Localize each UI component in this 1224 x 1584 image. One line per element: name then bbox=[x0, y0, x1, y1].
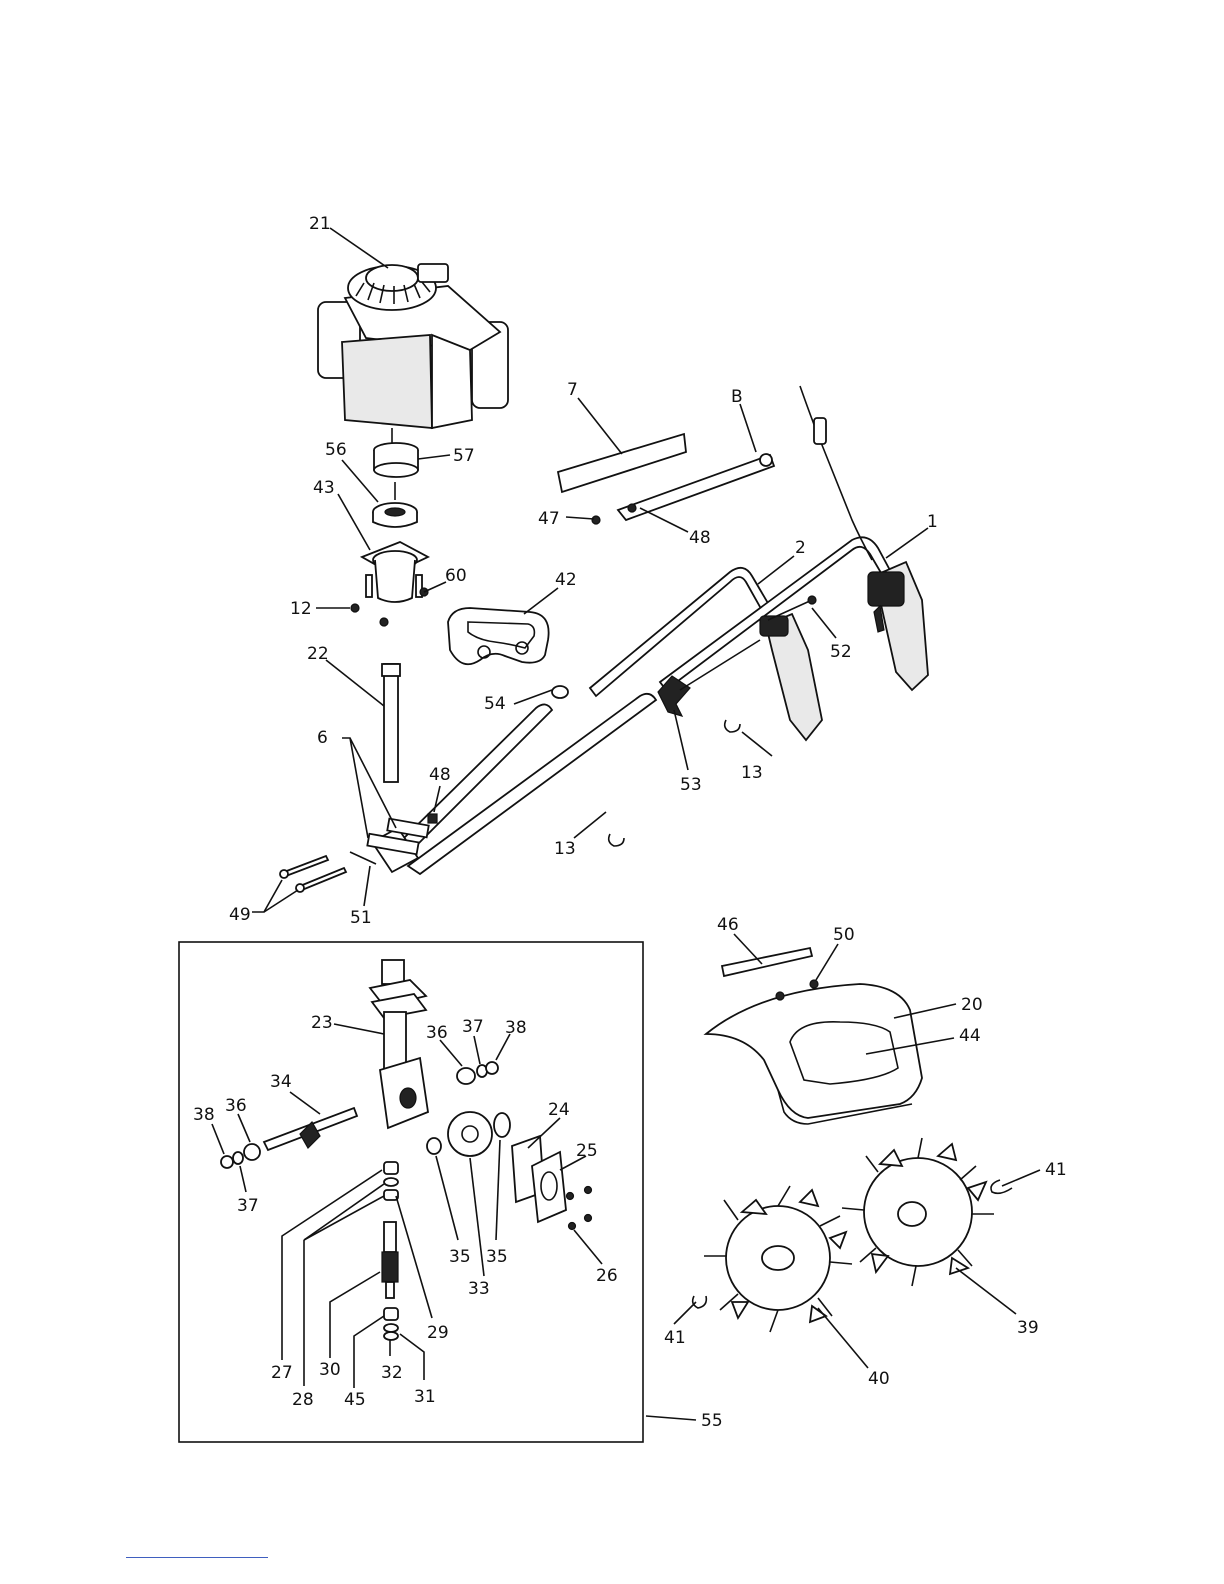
callout-label: 41 bbox=[664, 1328, 686, 1348]
callout-label: 27 bbox=[271, 1363, 293, 1383]
callout-label: 43 bbox=[313, 478, 335, 498]
callout-label: 13 bbox=[554, 839, 576, 859]
callout-label: 46 bbox=[717, 915, 739, 935]
callout-label: 52 bbox=[830, 642, 852, 662]
callout-label: 51 bbox=[350, 908, 372, 928]
callout-label: 55 bbox=[701, 1411, 723, 1431]
callout-label: 35 bbox=[486, 1247, 508, 1267]
callout-label: 49 bbox=[229, 905, 251, 925]
bearing bbox=[373, 482, 417, 527]
callout-label: 60 bbox=[445, 566, 467, 586]
callout-label: 20 bbox=[961, 995, 983, 1015]
callout-label: 33 bbox=[468, 1279, 490, 1299]
callout-label: 48 bbox=[429, 765, 451, 785]
callout-label: 32 bbox=[381, 1363, 403, 1383]
callout-label: 48 bbox=[689, 528, 711, 548]
callout-label: 23 bbox=[311, 1013, 333, 1033]
callout-label: 22 bbox=[307, 644, 329, 664]
callout-label: 36 bbox=[426, 1023, 448, 1043]
callout-label: 38 bbox=[505, 1018, 527, 1038]
callout-label: 44 bbox=[959, 1026, 981, 1046]
tine-icon bbox=[704, 1186, 852, 1332]
callout-label: 1 bbox=[927, 512, 938, 532]
callout-label: 39 bbox=[1017, 1318, 1039, 1338]
callout-label: 45 bbox=[344, 1390, 366, 1410]
callout-label: 24 bbox=[548, 1100, 570, 1120]
callout-label: 40 bbox=[868, 1369, 890, 1389]
callout-label: 28 bbox=[292, 1390, 314, 1410]
transmission-icon bbox=[179, 942, 643, 1442]
callout-label: 53 bbox=[680, 775, 702, 795]
callout-label: B bbox=[731, 387, 743, 407]
gasket-42 bbox=[448, 608, 549, 664]
callout-label: 56 bbox=[325, 440, 347, 460]
callout-label: 29 bbox=[427, 1323, 449, 1343]
callout-label: 42 bbox=[555, 570, 577, 590]
mount-flange bbox=[351, 542, 428, 626]
callout-label: 25 bbox=[576, 1141, 598, 1161]
callout-label: 30 bbox=[319, 1360, 341, 1380]
callout-label: 26 bbox=[596, 1266, 618, 1286]
callout-label: 13 bbox=[741, 763, 763, 783]
callout-label: 7 bbox=[567, 380, 578, 400]
callout-label: 21 bbox=[309, 214, 331, 234]
callout-label: 37 bbox=[237, 1196, 259, 1216]
drive-cup bbox=[374, 443, 418, 477]
callout-label: 37 bbox=[462, 1017, 484, 1037]
tine-shaft bbox=[382, 664, 400, 782]
callout-label: 50 bbox=[833, 925, 855, 945]
callout-label: 57 bbox=[453, 446, 475, 466]
tine-icon bbox=[842, 1138, 994, 1286]
callout-label: 36 bbox=[225, 1096, 247, 1116]
callout-label: 31 bbox=[414, 1387, 436, 1407]
callout-label: 2 bbox=[795, 538, 806, 558]
callout-label: 38 bbox=[193, 1105, 215, 1125]
callout-label: 6 bbox=[317, 728, 328, 748]
footer-rule bbox=[126, 1557, 268, 1558]
shield-icon bbox=[706, 948, 922, 1124]
callout-label: 54 bbox=[484, 694, 506, 714]
callout-label: 47 bbox=[538, 509, 560, 529]
callout-label: 12 bbox=[290, 599, 312, 619]
bolts-49 bbox=[280, 852, 376, 892]
callout-label: 41 bbox=[1045, 1160, 1067, 1180]
callout-label: 34 bbox=[270, 1072, 292, 1092]
callout-label: 35 bbox=[449, 1247, 471, 1267]
decal-7 bbox=[558, 434, 686, 492]
engine-icon bbox=[318, 264, 508, 445]
